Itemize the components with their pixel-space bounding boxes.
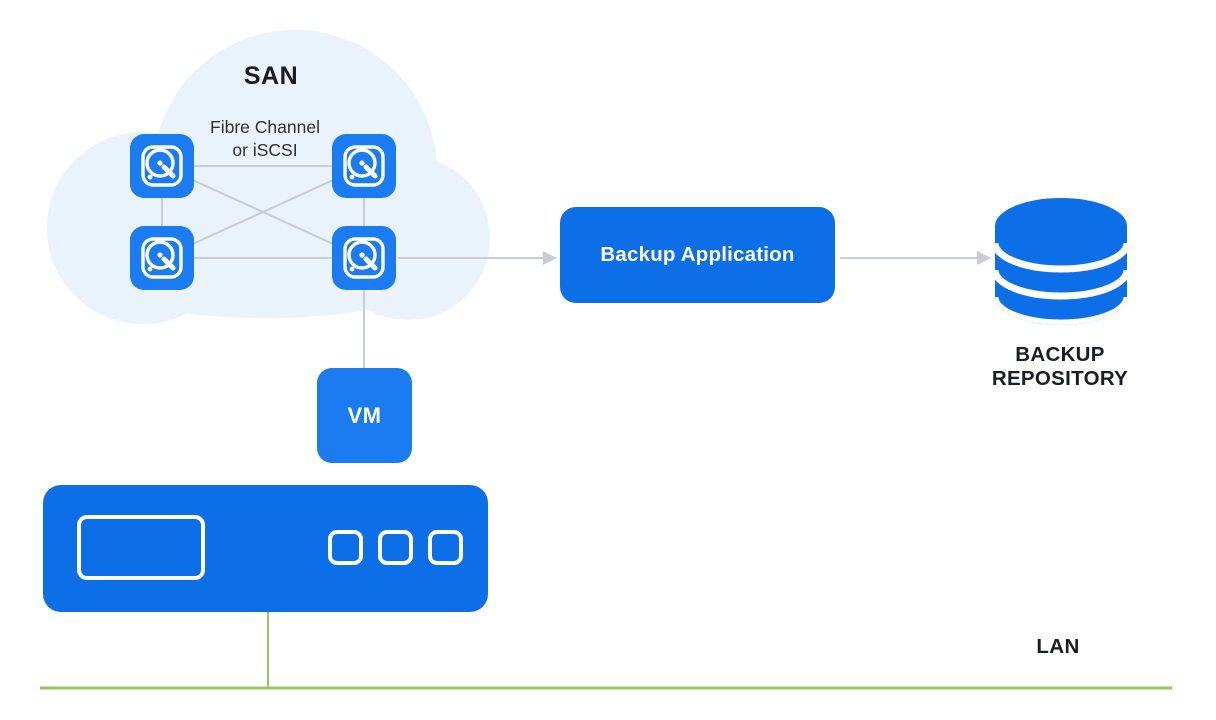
server-drive-slot <box>328 530 363 565</box>
server-panel-rectangle <box>77 515 205 580</box>
arrow-disk-to-backup-app <box>398 251 557 265</box>
hard-disk-icon <box>343 145 385 187</box>
backup-repository-label: BACKUP REPOSITORY <box>991 343 1129 390</box>
hard-disk-icon <box>343 237 385 279</box>
lan-label: LAN <box>1036 635 1080 658</box>
san-disk-node <box>130 226 194 290</box>
san-disk-node <box>332 134 396 198</box>
vm-node: VM <box>317 368 412 463</box>
san-cloud-label: SAN <box>243 62 299 90</box>
arrow-backup-app-to-repository <box>840 251 991 265</box>
backup-application-node: Backup Application <box>560 207 835 303</box>
server-drive-slot <box>378 530 413 565</box>
san-disk-node <box>332 226 396 290</box>
san-link-protocol-label: Fibre Channel or iSCSI <box>210 117 320 161</box>
hard-disk-icon <box>141 145 183 187</box>
san-disk-node <box>130 134 194 198</box>
server-icon <box>43 485 488 612</box>
database-icon <box>995 198 1127 325</box>
server-drive-slot <box>428 530 463 565</box>
hard-disk-icon <box>141 237 183 279</box>
lan-lines <box>40 612 1172 690</box>
